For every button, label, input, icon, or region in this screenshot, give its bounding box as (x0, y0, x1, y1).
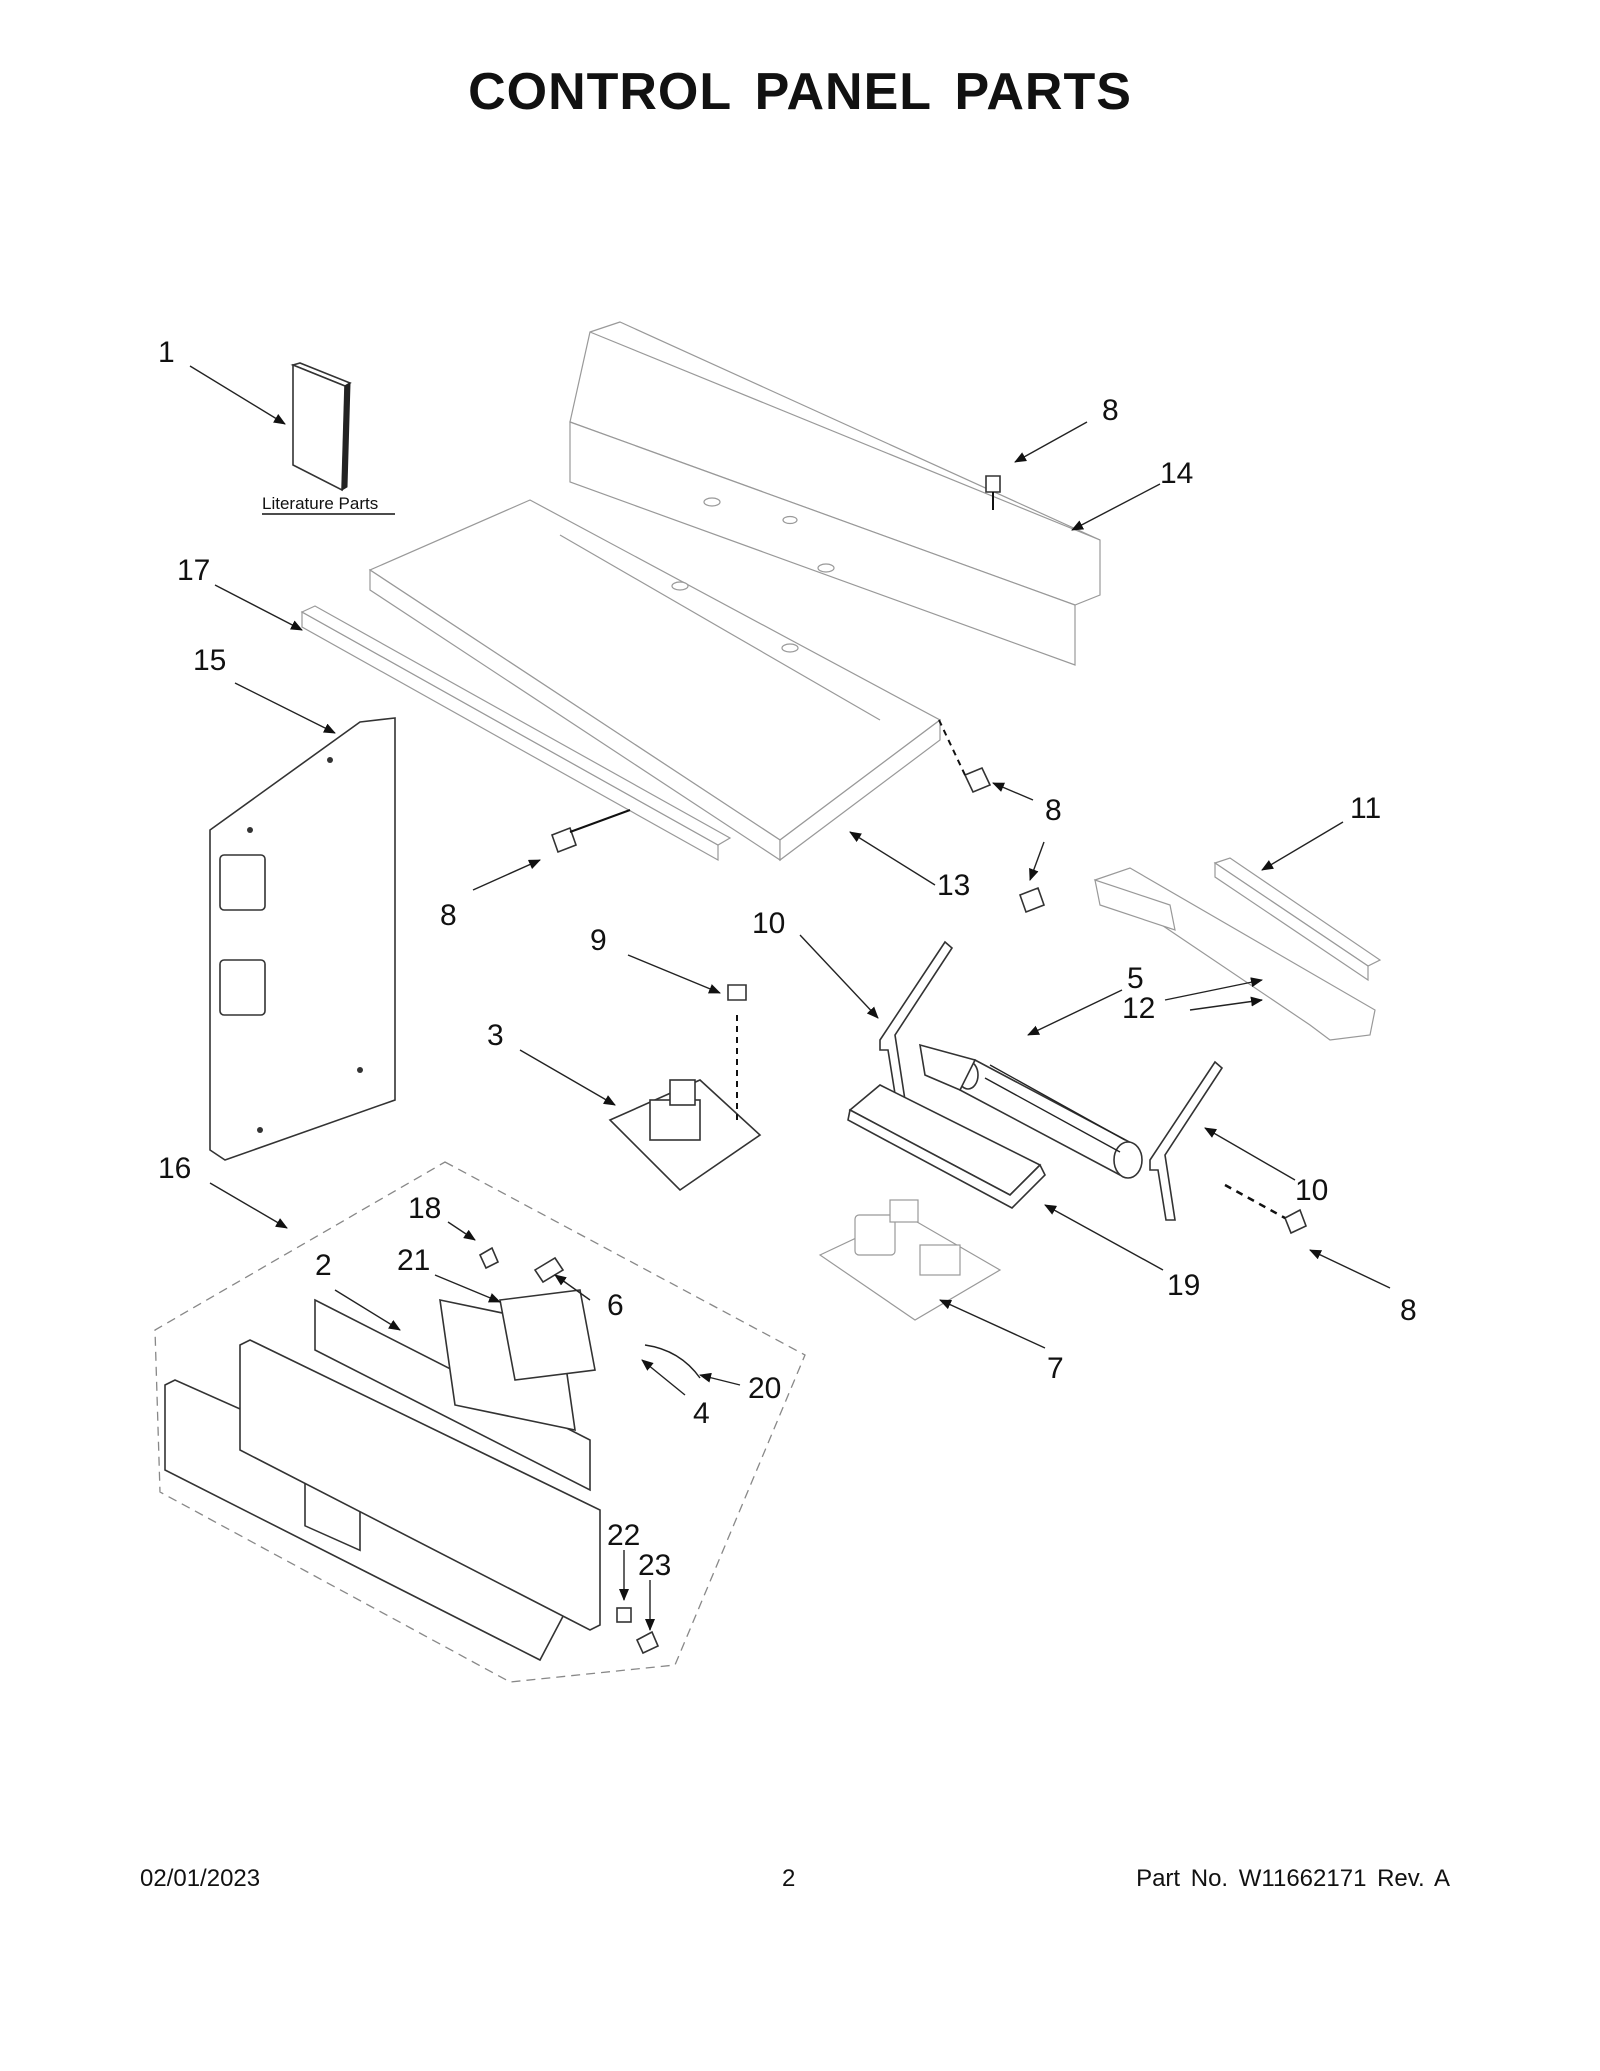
power-supply-board (818, 1199, 1002, 1321)
control-board-housing (608, 984, 762, 1192)
upper-top-cover (569, 321, 1101, 666)
callout-18: 18 (408, 1192, 441, 1225)
small-board (499, 1289, 596, 1381)
callout-6: 6 (607, 1289, 624, 1322)
clip-18 (478, 1246, 500, 1270)
callout-7: 7 (1047, 1352, 1064, 1385)
screw-8-left (550, 826, 578, 854)
rail-upper (1213, 857, 1382, 982)
callout-8-right: 8 (1045, 794, 1062, 827)
screw-8-top (985, 475, 1001, 493)
callout-1: 1 (158, 336, 175, 369)
callout-12: 12 (1122, 992, 1155, 1025)
callout-8-left: 8 (440, 899, 457, 932)
callout-21: 21 (397, 1244, 430, 1277)
fastener-22 (616, 1607, 632, 1623)
callout-4: 4 (693, 1397, 710, 1430)
footer-part-number: Part No. W11662171 Rev. A (1136, 1865, 1450, 1892)
lower-top-cover (368, 499, 942, 862)
screw-6 (533, 1256, 565, 1284)
screw-8-right (963, 766, 992, 794)
callout-15: 15 (193, 644, 226, 677)
callout-20: 20 (748, 1372, 781, 1405)
callout-11: 11 (1350, 792, 1381, 825)
control-panel-assembly-outline (154, 1161, 806, 1683)
callout-16: 16 (158, 1152, 191, 1185)
callout-9: 9 (590, 924, 607, 957)
callout-3: 3 (487, 1019, 504, 1052)
screw-23 (635, 1630, 660, 1655)
callout-10-right: 10 (1295, 1174, 1328, 1207)
screw-8-mid (1018, 886, 1046, 914)
callout-13: 13 (937, 869, 970, 902)
callout-5: 5 (1127, 962, 1144, 995)
callout-19: 19 (1167, 1269, 1200, 1302)
wire-harness-20 (644, 1344, 701, 1379)
callout-23: 23 (638, 1549, 671, 1582)
literature-parts-label: Literature Parts (262, 494, 378, 513)
control-panel-frame (239, 1339, 601, 1631)
trim-strip (300, 605, 732, 862)
callout-22: 22 (607, 1519, 640, 1552)
callout-2: 2 (315, 1249, 332, 1282)
footer-page-number: 2 (782, 1865, 796, 1892)
side-panel (209, 717, 396, 1161)
callout-17: 17 (177, 554, 210, 587)
page-title: CONTROL PANEL PARTS (468, 63, 1132, 121)
screw-8-lower (1283, 1208, 1308, 1235)
fan-duct-plate (847, 1084, 1046, 1209)
callout-10-left: 10 (752, 907, 785, 940)
bracket-right (1149, 1060, 1224, 1221)
rail-lower (1093, 867, 1376, 1041)
callout-14: 14 (1160, 457, 1193, 490)
footer-date: 02/01/2023 (140, 1865, 261, 1892)
callout-8-top: 8 (1102, 394, 1119, 427)
callout-8-lower: 8 (1400, 1294, 1417, 1327)
literature-manual (262, 362, 395, 515)
tangential-fan (919, 1043, 1143, 1179)
